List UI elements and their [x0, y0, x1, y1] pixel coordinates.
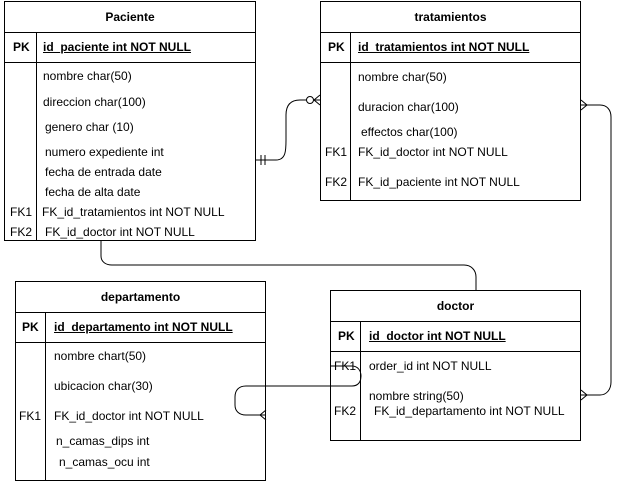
table-title: departamento: [16, 282, 265, 313]
pk-row: [16, 312, 265, 343]
key-column-divider: [360, 321, 361, 441]
field: nombre chart(50): [54, 349, 147, 363]
fk-key: FK1: [334, 359, 357, 373]
pk-row: [5, 32, 255, 63]
field: FK_id_tratamientos int NOT NULL: [42, 205, 225, 219]
field: n_camas_dips int: [56, 434, 150, 448]
key-column-divider: [36, 32, 37, 241]
key-column-divider: [350, 32, 351, 201]
field: duracion char(100): [358, 100, 459, 114]
pk-field: id_departamento int NOT NULL: [54, 320, 233, 334]
field: FK_id_doctor int NOT NULL: [358, 145, 508, 159]
pk-key: PK: [328, 40, 345, 54]
field: FK_id_paciente int NOT NULL: [358, 175, 520, 189]
pk-field: id_paciente int NOT NULL: [43, 40, 192, 54]
fk-key: FK1: [10, 205, 33, 219]
field: nombre char(50): [358, 70, 447, 84]
field: fecha de entrada date: [45, 165, 162, 179]
fk-key: FK1: [325, 145, 348, 159]
relationship-tratamientos-doctor[interactable]: [580, 99, 612, 401]
field: nombre char(50): [43, 69, 132, 83]
table-title: tratamientos: [321, 2, 580, 33]
field: numero expediente int: [45, 145, 164, 159]
field: order_id int NOT NULL: [369, 359, 492, 373]
field: direccion char(100): [43, 95, 146, 109]
pk-row: [331, 321, 580, 352]
fk-key: FK2: [325, 175, 348, 189]
field: fecha de alta date: [45, 185, 141, 199]
pk-row: [321, 32, 580, 63]
table-title: Paciente: [5, 2, 255, 33]
pk-key: PK: [13, 40, 30, 54]
table-doctor[interactable]: doctor PK id_doctor int NOT NULL FK1 ord…: [330, 290, 581, 441]
table-title: doctor: [331, 291, 580, 322]
field: FK_id_departamento int NOT NULL: [374, 404, 565, 418]
table-departamento[interactable]: departamento PK id_departamento int NOT …: [15, 281, 266, 481]
pk-field: id_tratamientos int NOT NULL: [358, 40, 530, 54]
field: genero char (10): [45, 120, 134, 134]
field: effectos char(100): [361, 125, 458, 139]
field: nombre string(50): [369, 389, 464, 403]
field: n_camas_ocu int: [59, 455, 150, 469]
field: FK_id_doctor int NOT NULL: [54, 409, 204, 423]
table-paciente[interactable]: Paciente PK id_paciente int NOT NULL nom…: [4, 1, 256, 241]
field: ubicacion char(30): [54, 379, 153, 393]
pk-key: PK: [338, 329, 355, 343]
pk-field: id_doctor int NOT NULL: [369, 329, 506, 343]
fk-key: FK1: [19, 409, 42, 423]
key-column-divider: [45, 312, 46, 481]
fk-key: FK2: [10, 225, 33, 239]
field: FK_id_doctor int NOT NULL: [45, 225, 195, 239]
table-tratamientos[interactable]: tratamientos PK id_tratamientos int NOT …: [320, 1, 581, 201]
relationship-paciente-tratamientos[interactable]: [256, 94, 321, 165]
pk-key: PK: [22, 320, 39, 334]
fk-key: FK2: [334, 404, 357, 418]
